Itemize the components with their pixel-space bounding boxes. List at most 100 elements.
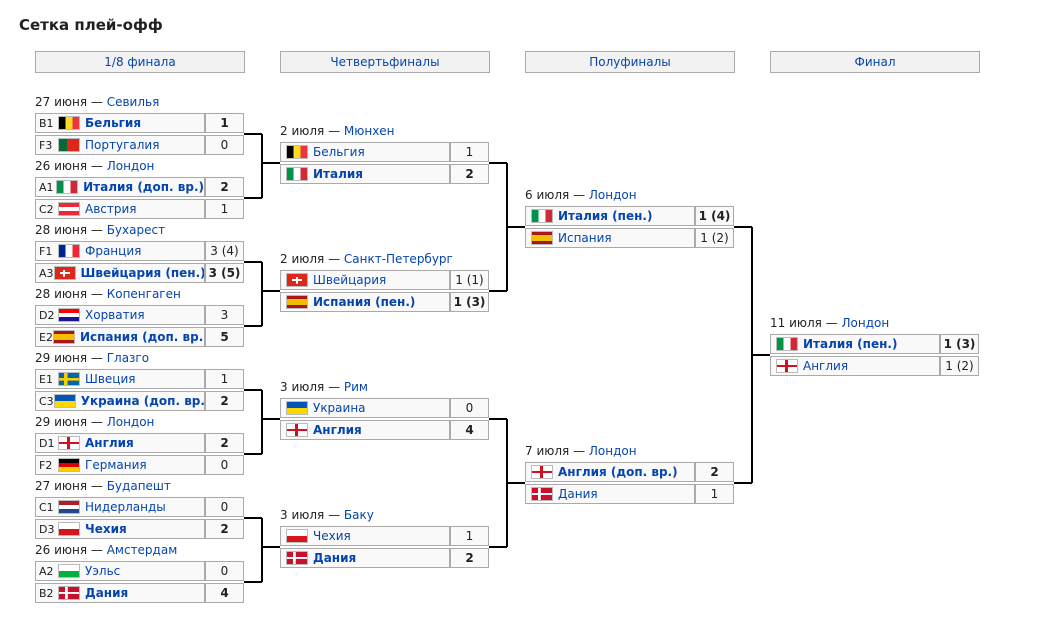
team-score: 1 (4) (695, 206, 734, 226)
match-city-link[interactable]: Копенгаген (106, 287, 181, 301)
team-name-link[interactable]: Англия (доп. вр.) (558, 465, 678, 479)
team-score: 1 (205, 199, 244, 219)
round-header-final[interactable]: Финал (770, 51, 980, 73)
match-separator: — (87, 351, 107, 365)
match-city-link[interactable]: Мюнхен (343, 124, 395, 138)
match-city-link[interactable]: Севилья (106, 95, 160, 109)
team-name-link[interactable]: Уэльс (85, 564, 121, 578)
team-name-link[interactable]: Украина (доп. вр.) (80, 394, 205, 408)
match-separator: — (87, 159, 107, 173)
round-header-qf[interactable]: Четвертьфиналы (280, 51, 490, 73)
match-city-link[interactable]: Лондон (588, 444, 637, 458)
netherlands-flag-icon (58, 500, 80, 514)
team-name-link[interactable]: Германия (85, 458, 147, 472)
team-name-link[interactable]: Украина (313, 401, 366, 415)
team-name-link[interactable]: Италия (313, 167, 363, 181)
team-name-link[interactable]: Франция (85, 244, 142, 258)
match-date: 28 июня (35, 223, 88, 237)
match-city-link[interactable]: Глазго (106, 351, 150, 365)
team-name-link[interactable]: Бельгия (313, 145, 365, 159)
match-city-link[interactable]: Лондон (106, 159, 155, 173)
team-cell: Англия (280, 420, 450, 440)
team-score: 1 (2) (695, 228, 734, 248)
denmark-flag-icon (531, 487, 553, 501)
team-cell: C2 Австрия (35, 199, 205, 219)
match-date: 2 июля (280, 124, 325, 138)
team-name-link[interactable]: Италия (доп. вр.) (83, 180, 204, 194)
ukraine-flag-icon (53, 394, 76, 408)
match-date: 3 июля (280, 508, 325, 522)
team-cell: Дания (280, 548, 450, 568)
team-name-link[interactable]: Испания (доп. вр.) (79, 330, 205, 344)
match-city-link[interactable]: Лондон (106, 415, 155, 429)
team-name-link[interactable]: Бельгия (85, 116, 142, 130)
spain-flag-icon (531, 231, 553, 245)
team-score: 3 (5) (205, 263, 244, 283)
team-name-link[interactable]: Дания (313, 551, 357, 565)
team-score: 2 (450, 548, 489, 568)
team-score: 1 (695, 484, 734, 504)
team-name-link[interactable]: Испания (558, 231, 612, 245)
match-city-link[interactable]: Санкт-Петербург (343, 252, 453, 266)
match-header: 6 июля — Лондон (525, 186, 637, 204)
team-score: 2 (205, 177, 244, 197)
match-city-link[interactable]: Рим (343, 380, 368, 394)
match-city-link[interactable]: Бухарест (106, 223, 166, 237)
team-seed: C2 (39, 202, 54, 216)
team-name-link[interactable]: Швеция (85, 372, 136, 386)
match-city-link[interactable]: Лондон (588, 188, 637, 202)
page-title: Сетка плей-офф (19, 16, 163, 34)
match-header: 29 июня — Глазго (35, 349, 149, 367)
austria-flag-icon (58, 202, 80, 216)
team-cell: F1 Франция (35, 241, 205, 261)
team-name-link[interactable]: Англия (85, 436, 134, 450)
team-name-link[interactable]: Хорватия (85, 308, 145, 322)
team-name-link[interactable]: Дания (558, 487, 598, 501)
team-seed: A2 (39, 564, 54, 578)
team-row: Италия (пен.) 1 (4) (525, 206, 734, 226)
match-header: 11 июля — Лондон (770, 314, 889, 332)
team-name-link[interactable]: Швейцария (313, 273, 387, 287)
team-seed: F1 (39, 244, 53, 258)
team-name-link[interactable]: Нидерланды (85, 500, 166, 514)
round-header-sf[interactable]: Полуфиналы (525, 51, 735, 73)
match-date: 28 июня (35, 287, 88, 301)
match-city-link[interactable]: Амстердам (106, 543, 178, 557)
team-cell: Италия (пен.) (525, 206, 695, 226)
team-score: 0 (205, 497, 244, 517)
team-name-link[interactable]: Дания (85, 586, 129, 600)
france-flag-icon (58, 244, 80, 258)
team-row: Италия (пен.)1 (3) (770, 334, 979, 354)
team-name-link[interactable]: Швейцария (пен.) (80, 266, 205, 280)
team-score: 2 (205, 391, 244, 411)
team-name-link[interactable]: Португалия (85, 138, 160, 152)
team-name-link[interactable]: Австрия (85, 202, 137, 216)
match-city-link[interactable]: Будапешт (106, 479, 171, 493)
match-date: 7 июля (525, 444, 570, 458)
italy-flag-icon (286, 167, 308, 181)
czech-flag-icon (286, 529, 308, 543)
team-name-link[interactable]: Англия (803, 359, 849, 373)
team-seed: B1 (39, 116, 54, 130)
match-city-link[interactable]: Лондон (841, 316, 890, 330)
team-name-link[interactable]: Чехия (85, 522, 127, 536)
team-name-link[interactable]: Англия (313, 423, 362, 437)
round-header-r16[interactable]: 1/8 финала (35, 51, 245, 73)
match-header: 27 июня — Севилья (35, 93, 159, 111)
team-name-link[interactable]: Чехия (313, 529, 351, 543)
match-separator: — (324, 508, 344, 522)
match-date: 11 июля (770, 316, 822, 330)
team-name-link[interactable]: Италия (пен.) (803, 337, 898, 351)
match-city-link[interactable]: Баку (343, 508, 374, 522)
team-name-link[interactable]: Испания (пен.) (313, 295, 416, 309)
team-name-link[interactable]: Италия (пен.) (558, 209, 653, 223)
